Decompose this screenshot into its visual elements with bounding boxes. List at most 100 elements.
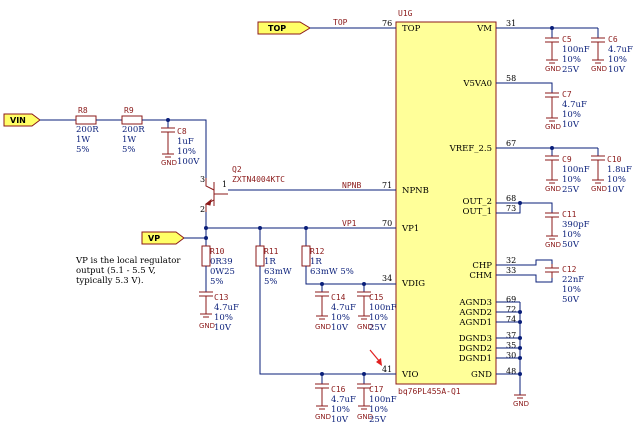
label-c6: C6 4.7uF 10% 10V [608,35,633,75]
svg-text:VP1: VP1 [401,224,419,234]
svg-text:10V: 10V [331,323,349,333]
svg-text:100nF: 100nF [562,45,590,55]
svg-text:10%: 10% [331,405,350,415]
svg-text:74: 74 [506,315,516,324]
svg-text:C7: C7 [562,90,572,99]
label-c9: C9 100nF 10% 25V [562,155,590,195]
transistor-q2-symbol [204,178,228,212]
ic-pin-vm: VM [476,24,492,34]
ic-pin-vp1: VP1 70 [382,219,419,234]
gnd-c13: GND [199,322,215,330]
svg-text:100V: 100V [177,157,200,167]
svg-text:VIN: VIN [10,116,26,125]
ic-pin-v5va0: V5VA0 [462,79,492,89]
svg-text:5%: 5% [76,145,90,155]
svg-text:10%: 10% [608,55,627,65]
svg-text:output (5.1 - 5.5 V,: output (5.1 - 5.5 V, [76,265,156,276]
svg-text:typically 5.3 V).: typically 5.3 V). [76,275,144,286]
label-c7: C7 4.7uF 10% 10V [562,90,587,130]
label-r11: R11 1R 63mW 5% [264,247,292,287]
svg-text:69: 69 [506,295,516,304]
capacitor-c15-symbol [357,291,371,316]
capacitor-c8-symbol [161,127,175,154]
svg-text:VIO: VIO [401,370,418,380]
svg-text:0W25: 0W25 [210,267,235,277]
svg-text:TOP: TOP [268,24,286,33]
svg-text:C12: C12 [562,265,577,274]
svg-text:TOP: TOP [402,24,421,34]
svg-text:100nF: 100nF [369,395,397,405]
capacitor-c17-symbol [357,383,371,406]
resistor-r11-symbol [255,245,265,267]
svg-text:R8: R8 [78,106,88,115]
port-top: TOP [257,21,311,35]
svg-text:10V: 10V [214,323,232,333]
label-r12: R12 1R 63mW 5% [310,247,354,277]
annotation-arrow [369,349,382,366]
resistor-r8-symbol [75,115,97,125]
svg-text:4.7uF: 4.7uF [562,100,587,110]
svg-text:50V: 50V [562,295,580,305]
svg-text:1W: 1W [76,135,90,145]
svg-text:1.8uF: 1.8uF [607,165,632,175]
svg-text:C15: C15 [369,293,384,302]
ic-pin-agnd2: AGND2 [458,308,492,318]
gnd-c5: GND [545,65,561,73]
capacitor-c14-symbol [315,291,329,316]
svg-text:C14: C14 [331,293,346,302]
q2-pin3: 3 [200,175,205,184]
svg-text:50V: 50V [562,240,580,250]
svg-text:25V: 25V [369,323,387,333]
ic-pin-dgnd2: DGND2 [459,344,492,354]
ic-pin-out1: OUT_1 [463,207,492,217]
svg-text:5%: 5% [210,277,224,287]
capacitor-c5-symbol [545,37,559,60]
svg-text:10V: 10V [607,185,625,195]
svg-text:4.7uF: 4.7uF [331,303,356,313]
resistor-r12-symbol [301,245,311,267]
svg-text:4.7uF: 4.7uF [608,45,633,55]
svg-text:5%: 5% [122,145,136,155]
svg-text:R10: R10 [210,247,225,256]
svg-text:68: 68 [506,194,516,203]
resistor-r10-symbol [201,245,211,267]
label-c13: C13 4.7uF 10% 10V [214,293,239,333]
q2-part: ZXTN4004KTC [232,175,285,184]
label-c17: C17 100nF 10% 25V [369,385,397,425]
capacitor-c10-symbol [591,155,605,180]
net-label-vp1: VP1 [342,219,357,228]
ic-body [395,21,497,385]
q2-pin2: 2 [200,205,205,214]
ic-pin-out2: OUT_2 [463,197,492,207]
svg-text:NPNB: NPNB [402,186,429,196]
svg-text:10V: 10V [608,65,626,75]
ic-pin-gnd: GND [471,370,492,380]
ic-pin-top: TOP 76 [382,19,421,34]
ic-pin-agnd1: AGND1 [458,318,492,328]
svg-text:72: 72 [506,305,516,314]
svg-text:10%: 10% [562,175,581,185]
svg-text:4.7uF: 4.7uF [331,395,356,405]
svg-text:63mW 5%: 63mW 5% [310,267,354,277]
svg-text:58: 58 [506,74,516,83]
resistor-r9-symbol [121,115,143,125]
label-c16: C16 4.7uF 10% 10V [331,385,356,425]
svg-text:10%: 10% [562,110,581,120]
svg-text:71: 71 [382,181,392,190]
svg-text:10V: 10V [331,415,349,425]
svg-text:R9: R9 [124,106,134,115]
svg-text:30: 30 [506,351,516,360]
svg-text:33: 33 [506,266,516,275]
note-vp: VP is the local regulator output (5.1 - … [75,256,181,286]
svg-text:41: 41 [382,365,392,374]
svg-text:67: 67 [506,139,516,148]
label-c11: C11 390pF 10% 50V [562,210,590,250]
svg-text:25V: 25V [369,415,387,425]
svg-text:1R: 1R [264,257,276,267]
label-c10: C10 1.8uF 10% 10V [607,155,632,195]
svg-text:10%: 10% [562,285,581,295]
gnd-c6: GND [591,65,607,73]
svg-text:37: 37 [506,331,516,340]
capacitor-c12-symbol [545,264,559,278]
label-r9: R9 200R 1W 5% [122,106,145,155]
